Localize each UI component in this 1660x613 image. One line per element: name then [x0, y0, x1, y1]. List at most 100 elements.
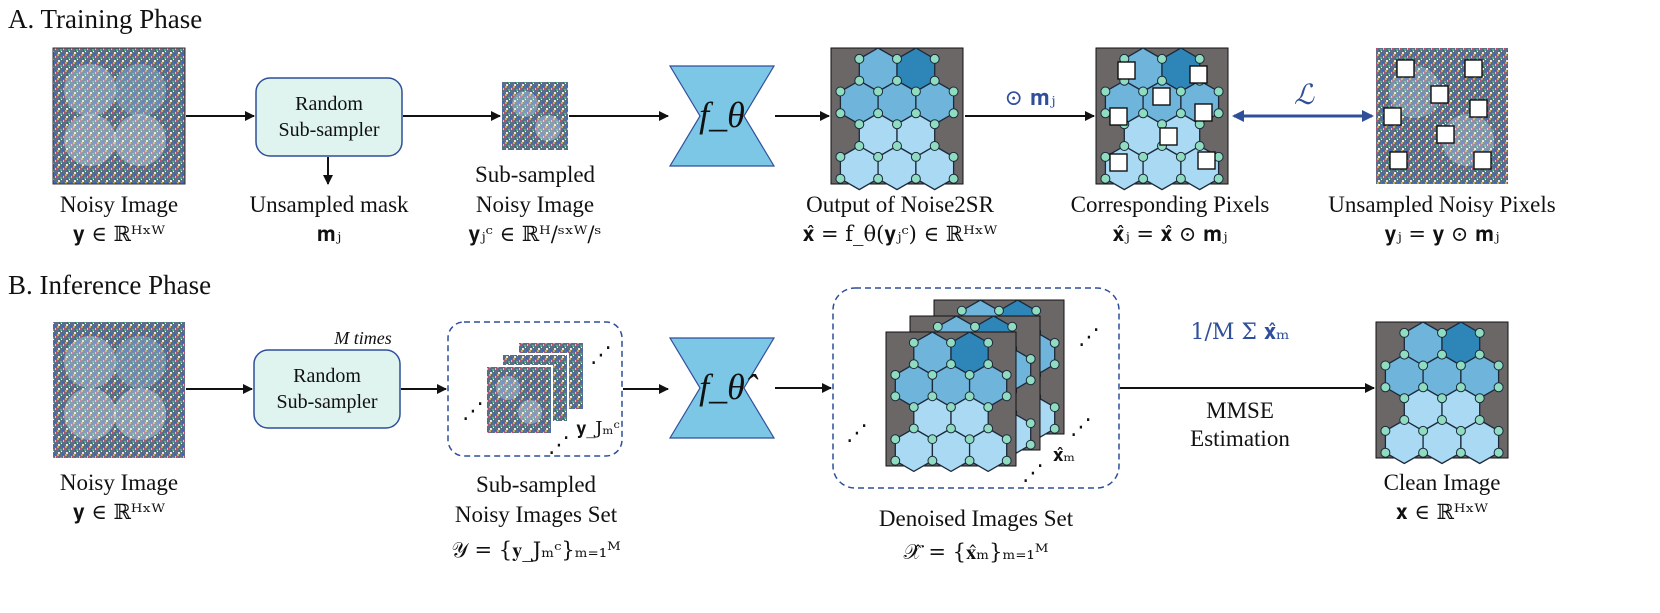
hexagon-node	[964, 391, 975, 402]
training-subsampled-line2: Noisy Image	[475, 192, 595, 217]
hexagon-node	[929, 75, 940, 86]
hexagon-node	[1474, 327, 1485, 338]
inference-noisy-caption: Noisy Image	[59, 470, 179, 495]
hexagon-node	[1380, 360, 1391, 371]
training-output-math: 𝐱̂ = f_θ(𝐲ⱼᶜ) ∈ ℝᴴˣᵂ	[802, 222, 998, 246]
hexagon-node	[1175, 151, 1186, 162]
hexagon-node	[890, 455, 901, 466]
hexagon-node	[1138, 86, 1149, 97]
hexagon-node	[1455, 447, 1466, 458]
hexagon-node	[873, 173, 884, 184]
hexagon-node	[1049, 423, 1060, 434]
mmse-line1: MMSE	[1206, 398, 1274, 423]
svg-text:⋰: ⋰	[1070, 415, 1092, 440]
hexagon-node	[956, 305, 967, 316]
svg-text:⋰: ⋰	[1022, 461, 1044, 486]
hexagon-node	[1100, 173, 1111, 184]
training-sampler-line2: Sub-sampler	[278, 119, 380, 141]
hexagon-node	[983, 337, 994, 348]
svg-text:⋰: ⋰	[846, 421, 868, 446]
hexagon-node	[835, 173, 846, 184]
inference-denoised-math: 𝒳̂ = {𝐱̂ₘ}ₘ₌₁ᴹ	[903, 540, 1049, 564]
hexagon-node	[1157, 75, 1167, 86]
hexagon-node	[835, 151, 846, 162]
hexagon-node	[1194, 53, 1205, 64]
hexagon-node	[1025, 418, 1036, 429]
hexagon-node	[1455, 425, 1466, 436]
hexagon-node	[1138, 151, 1149, 162]
hexagon-node	[1380, 425, 1391, 436]
hexagon-node	[854, 53, 865, 64]
training-network	[668, 65, 776, 167]
hexagon-node	[910, 151, 921, 162]
hexagon-node	[946, 402, 956, 413]
inference-sampler-line1: Random	[293, 365, 361, 387]
inference-sampler-box	[253, 349, 401, 429]
hexagon-node	[908, 423, 919, 434]
hexagon-node	[1418, 425, 1429, 436]
hexagon-node	[835, 86, 846, 97]
training-network-label: f_θ	[699, 95, 745, 135]
hexagon-node	[1138, 173, 1149, 184]
inference-noisy-math: 𝐲 ∈ ℝᴴˣᵂ	[73, 500, 165, 524]
hexagon-node	[983, 423, 994, 434]
training-subsampled-line1: Sub-sampled	[474, 162, 596, 187]
hexagon-node	[983, 359, 994, 370]
hexagon-node	[873, 86, 884, 97]
hexagon-node	[948, 151, 959, 162]
hexagon-node	[1493, 382, 1504, 393]
hexagon-node	[964, 455, 975, 466]
inference-subset-line1: Sub-sampled	[475, 472, 597, 497]
mmse-formula: 1/M Σ 𝐱̂ₘ	[1190, 320, 1290, 345]
hexagon-node	[929, 53, 940, 64]
hexagon-node	[1175, 86, 1186, 97]
svg-text:⋰: ⋰	[548, 433, 570, 458]
hexagon-node	[1194, 141, 1205, 151]
training-noisy-math: 𝐲 ∈ ℝᴴˣᵂ	[73, 222, 165, 246]
hexagon-node	[927, 434, 938, 445]
hexagon-node	[1474, 393, 1485, 404]
hexagon-node	[910, 108, 921, 119]
hexagon-node	[1380, 447, 1391, 458]
denoised-ellipsis: ⋰ ⋰ ⋰ ⋰	[846, 325, 1100, 486]
hexagon-node	[890, 391, 901, 402]
inference-subset-math: 𝒴 = {𝐲_Jₘᶜ}ₘ₌₁ᴹ	[451, 538, 621, 562]
hexagon-node	[1493, 425, 1504, 436]
hexagon-node	[1437, 415, 1447, 425]
hexagon-node	[927, 455, 938, 466]
training-unsampled-math: 𝐲ⱼ = 𝐲 ⊙ 𝐦ⱼ	[1384, 222, 1500, 246]
hexagon-node	[1213, 173, 1224, 184]
section-training-title: A. Training Phase	[8, 4, 203, 34]
hexagon-node	[1437, 327, 1447, 338]
hexagon-node	[948, 86, 959, 97]
hexagon-node	[1049, 359, 1060, 370]
hexagon-node	[1007, 321, 1018, 332]
training-unsampled-image	[1376, 48, 1508, 184]
hexagon-node	[908, 359, 919, 370]
denoised-item-label: 𝐱̂ₘ	[1052, 444, 1076, 466]
hexagon-node	[1138, 108, 1149, 119]
hexagon-node	[908, 402, 919, 413]
hexagon-node	[994, 305, 1004, 316]
training-output-image	[830, 47, 964, 191]
hexagon-node	[946, 337, 956, 348]
hexagon-node	[1175, 173, 1186, 184]
training-unsampled-caption: Unsampled Noisy Pixels	[1328, 192, 1556, 217]
hexagon-node	[1418, 382, 1429, 393]
training-output-caption: Output of Noise2SR	[806, 192, 994, 217]
hexagon-node	[927, 391, 938, 402]
hexagon-node	[1474, 349, 1485, 360]
hexagon-node	[948, 173, 959, 184]
training-subsampled-math: 𝐲ⱼᶜ ∈ ℝᴴ/ˢˣᵂ/ˢ	[468, 222, 602, 246]
hexagon-node	[1380, 382, 1391, 393]
training-subsampled-image	[502, 82, 568, 150]
hexagon-node	[835, 108, 846, 119]
hexagon-node	[932, 321, 943, 332]
corresponding-mask-squares	[1109, 61, 1216, 172]
hexagon-node	[890, 369, 901, 380]
hexagon-node	[1025, 439, 1036, 450]
subsampled-set-stack: ⋰ ⋰ ⋰	[462, 341, 612, 458]
hexagon-node	[1157, 53, 1167, 64]
